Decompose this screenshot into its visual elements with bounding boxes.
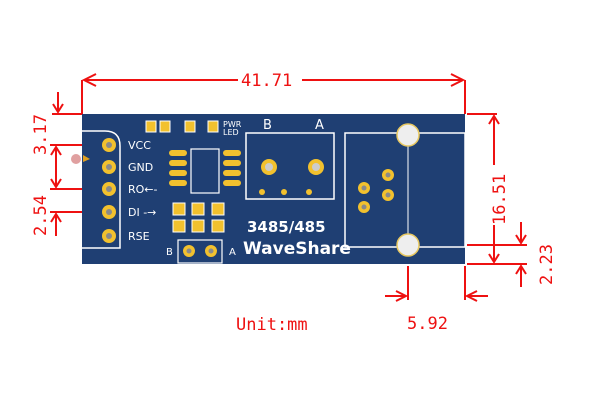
pin-header-outline: [82, 130, 121, 249]
connector-pads: [358, 169, 394, 213]
brand-label: WaveShare: [243, 239, 351, 259]
ic-pads: [169, 150, 241, 186]
dim-hole-bottom: [467, 222, 527, 287]
bottom-terminal-outline: [177, 239, 223, 264]
model-label: 3485/485: [247, 218, 326, 236]
pin-header: [102, 138, 116, 243]
mount-hole-top: [396, 123, 420, 147]
screw-terminal-outline: [245, 132, 335, 200]
bottom-label-a: A: [229, 247, 236, 258]
dim-hole-right: [385, 266, 488, 302]
dim-top-offset: [50, 92, 82, 236]
pin-label-di: DI -→: [128, 206, 156, 219]
passive-pads: [172, 202, 225, 233]
dim-label-board-height: 16.51: [490, 174, 510, 225]
dim-label-hole-bottom: 2.23: [537, 244, 557, 285]
ic-outline: [190, 148, 220, 194]
dim-label-hole-right: 5.92: [407, 314, 448, 334]
dim-label-top-offset: 3.17: [31, 114, 51, 155]
bottom-label-b: B: [166, 247, 173, 258]
pin1-marker-icon: [71, 154, 81, 164]
terminal-label-a: A: [315, 118, 324, 133]
pin1-arrow-icon: [83, 155, 90, 162]
led-label: LED: [223, 128, 239, 137]
dim-board-height: [467, 113, 527, 265]
dim-overall-width: [81, 73, 466, 114]
unit-label: Unit:mm: [236, 315, 308, 335]
mount-hole-bottom: [396, 233, 420, 257]
dim-label-overall-width: 41.71: [241, 71, 292, 91]
terminal-label-b: B: [263, 118, 272, 133]
pin-label-rse: RSE: [128, 230, 150, 243]
pin-label-gnd: GND: [128, 161, 153, 174]
pin-label-vcc: VCC: [128, 139, 151, 152]
smd-pads-top: [145, 120, 219, 133]
pin-label-ro: RO←-: [128, 183, 158, 196]
pwr-label: PWR: [223, 120, 242, 129]
dim-label-pin-pitch: 2.54: [31, 195, 51, 236]
